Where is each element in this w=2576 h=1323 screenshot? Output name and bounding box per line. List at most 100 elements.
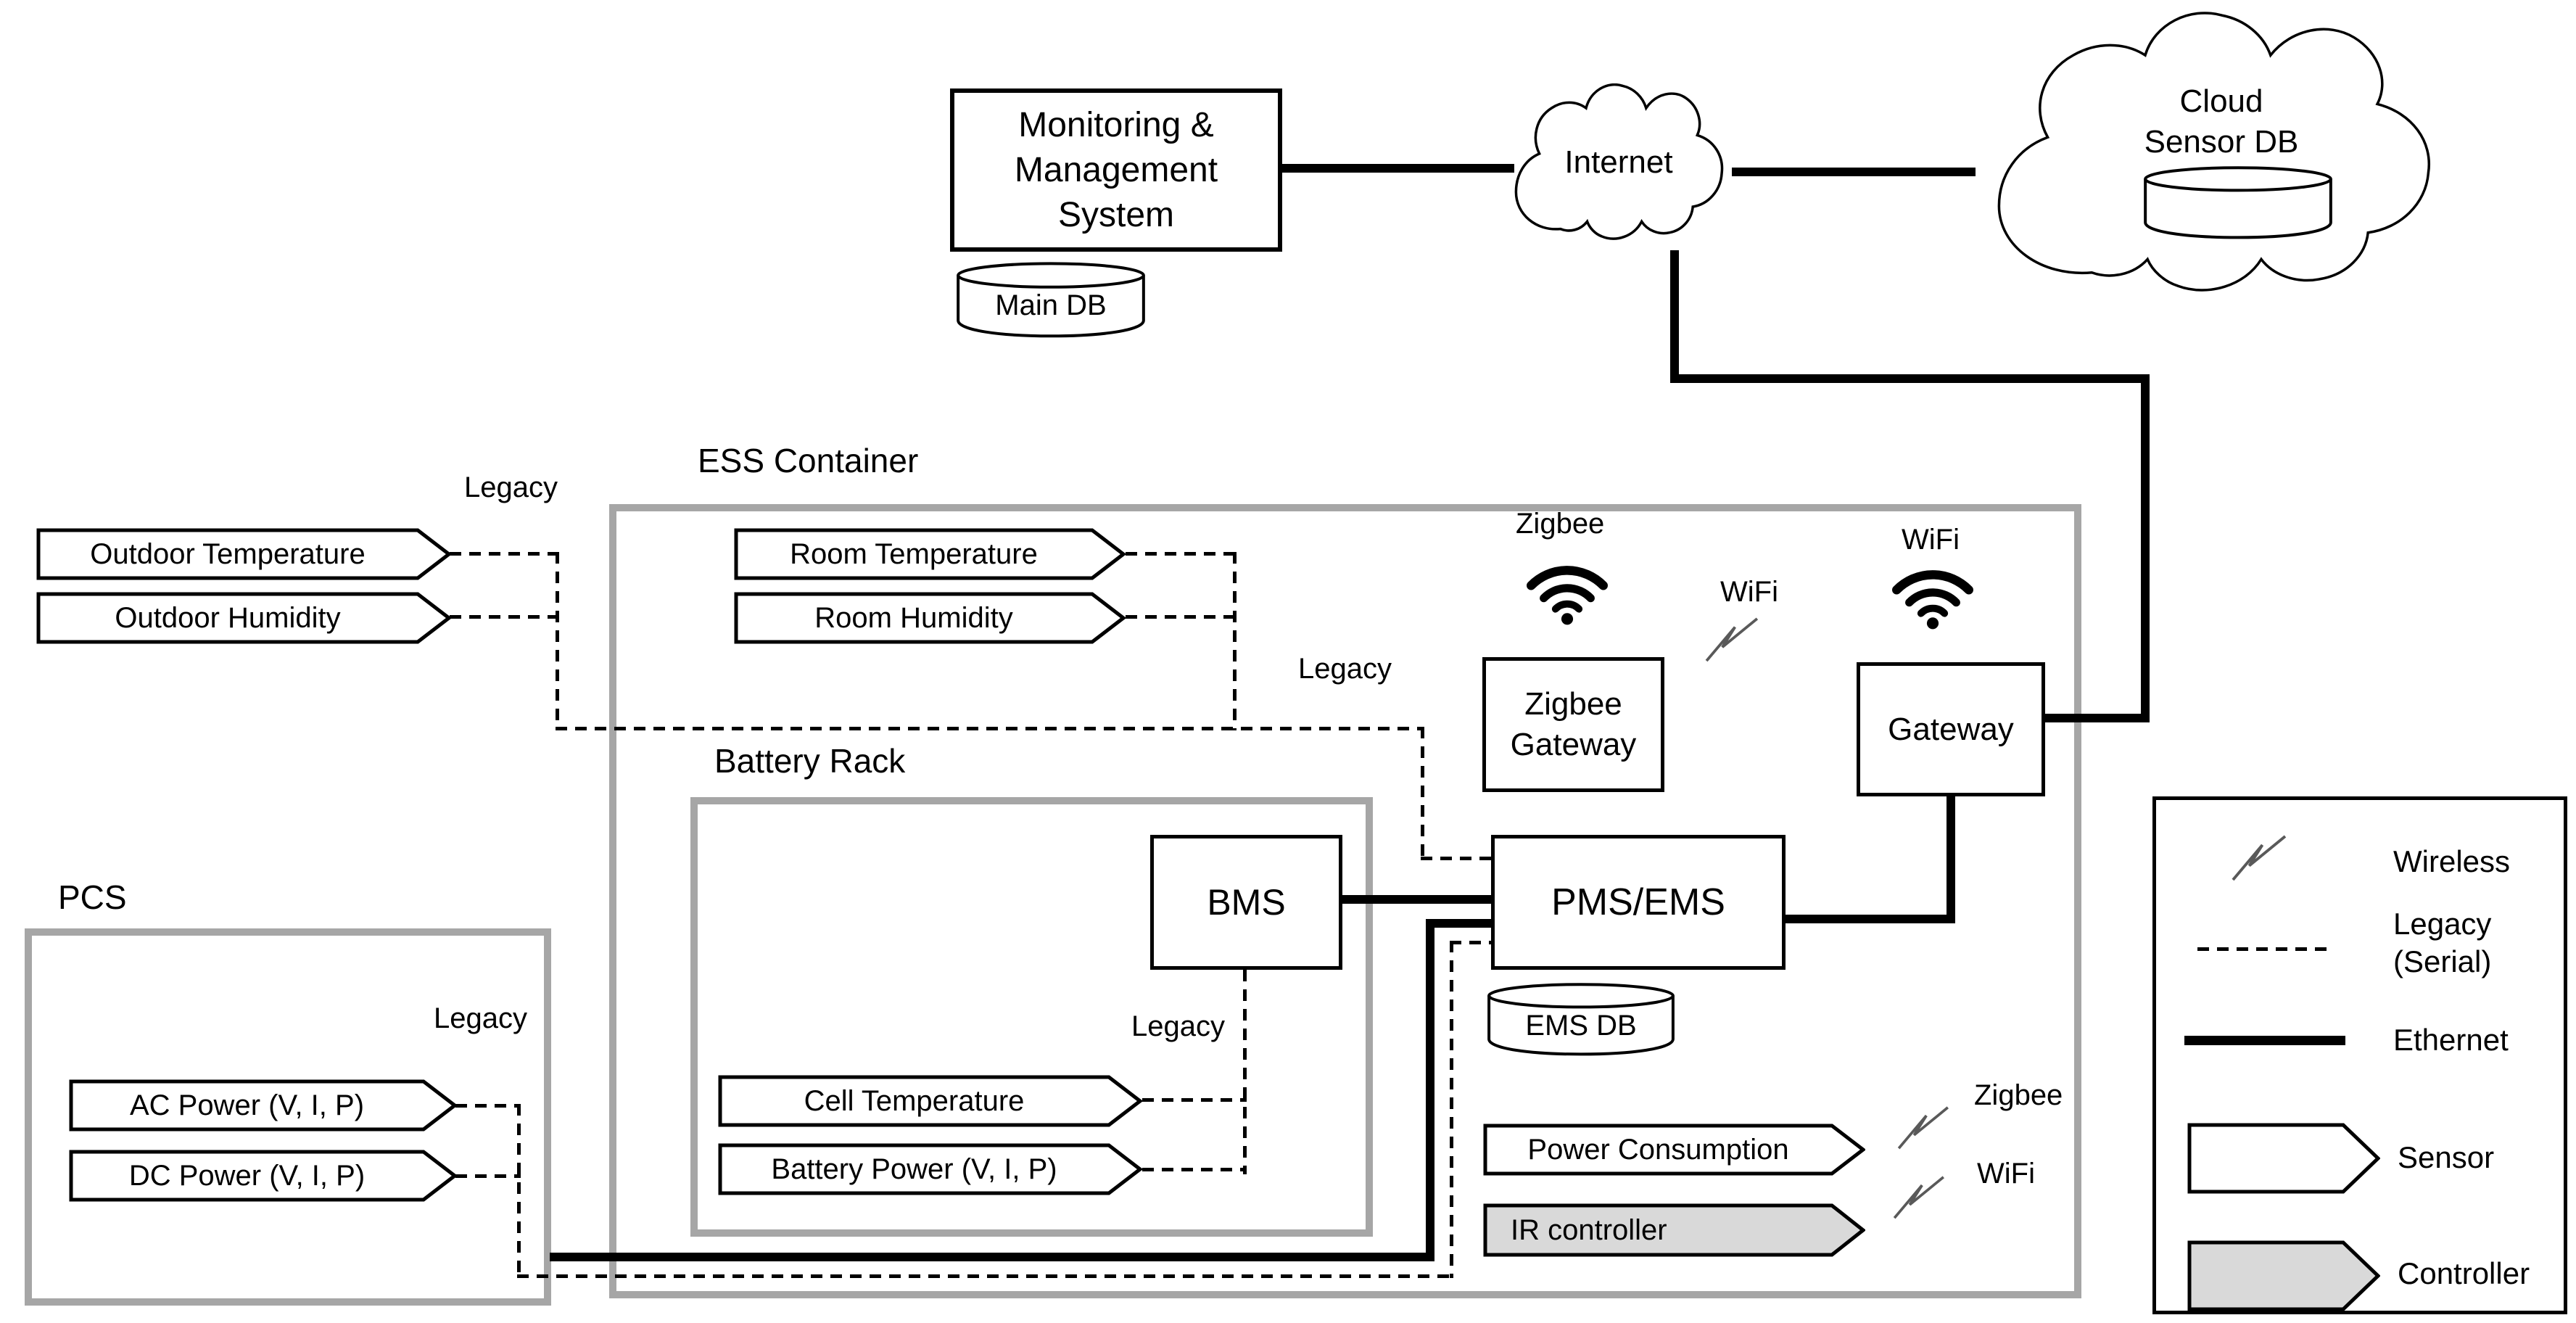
legacy-sensor-bus bbox=[556, 727, 1424, 730]
ethernet-trunk-vertical bbox=[2141, 374, 2150, 722]
legend-controller-label: Controller bbox=[2398, 1256, 2530, 1290]
battery-rack-title: Battery Rack bbox=[714, 742, 906, 780]
legacy-battery-power bbox=[1142, 1168, 1247, 1171]
sensor-outdoor-humidity: Outdoor Humidity bbox=[36, 592, 451, 644]
internet-label: Internet bbox=[1564, 144, 1673, 180]
legend-legacy-line bbox=[2197, 947, 2331, 951]
legend-legacy-label1: Legacy bbox=[2393, 907, 2492, 941]
legacy-mid-label: Legacy bbox=[1298, 653, 1392, 685]
wireless-zigzag-mid bbox=[1684, 617, 1780, 663]
ems-db-label: EMS DB bbox=[1525, 1009, 1637, 1042]
legend-ethernet-line bbox=[2184, 1036, 2345, 1045]
legacy-bms-label: Legacy bbox=[1131, 1010, 1225, 1042]
ethernet-pms-gateway bbox=[1786, 915, 1955, 923]
ems-db-cylinder: EMS DB bbox=[1483, 981, 1679, 1056]
sensor-room-humidity: Room Humidity bbox=[734, 592, 1126, 644]
ethernet-elbow-top bbox=[1670, 374, 2150, 383]
ess-container-box bbox=[609, 504, 2081, 1298]
pcs-box bbox=[25, 928, 551, 1306]
legacy-bms-vert bbox=[1243, 970, 1247, 1174]
battery-rack-box bbox=[690, 797, 1373, 1237]
legend-legacy-label2: (Serial) bbox=[2393, 944, 2492, 978]
gateway-wifi-icon bbox=[1887, 556, 1978, 630]
mms-line3: System bbox=[1057, 195, 1174, 234]
legacy-cell-temp bbox=[1142, 1098, 1247, 1102]
ethernet-pms-left bbox=[1426, 919, 1491, 928]
cloud-db-line1: Cloud bbox=[2179, 83, 2263, 119]
pcs-title: PCS bbox=[58, 878, 127, 916]
legacy-ac bbox=[455, 1104, 521, 1108]
cell-temperature-label: Cell Temperature bbox=[804, 1084, 1025, 1117]
outdoor-humidity-label: Outdoor Humidity bbox=[115, 601, 341, 634]
legacy-bus-into-pms bbox=[1421, 857, 1491, 860]
controller-ir: IR controller bbox=[1483, 1203, 1865, 1257]
sensor-outdoor-temperature: Outdoor Temperature bbox=[36, 528, 451, 580]
legend-wireless-label: Wireless bbox=[2393, 844, 2511, 878]
wireless-zigzag-power bbox=[1877, 1105, 1970, 1150]
ethernet-bms-pms bbox=[1342, 895, 1491, 904]
pms-label: PMS/EMS bbox=[1551, 881, 1725, 923]
sensor-cell-temperature: Cell Temperature bbox=[718, 1075, 1142, 1127]
monitoring-management-system: Monitoring & Management System bbox=[950, 88, 1282, 252]
legacy-outdoor-hum bbox=[450, 615, 558, 619]
sensor-dc-power: DC Power (V, I, P) bbox=[69, 1150, 457, 1202]
zigbee-gateway: Zigbee Gateway bbox=[1482, 657, 1664, 792]
bms-label: BMS bbox=[1207, 882, 1286, 923]
legacy-outdoor-temp bbox=[450, 552, 558, 556]
ess-container-title: ESS Container bbox=[698, 442, 919, 479]
ac-power-label: AC Power (V, I, P) bbox=[129, 1089, 365, 1121]
room-temperature-label: Room Temperature bbox=[790, 537, 1038, 570]
legend-sensor-shape bbox=[2187, 1123, 2380, 1194]
battery-power-label: Battery Power (V, I, P) bbox=[771, 1153, 1057, 1185]
wireless-zigzag-ir bbox=[1873, 1175, 1965, 1220]
power-consumption-label: Power Consumption bbox=[1527, 1133, 1789, 1166]
mms-line2: Management bbox=[1014, 150, 1218, 189]
ethernet-mms-internet bbox=[1282, 164, 1514, 173]
pms-ems: PMS/EMS bbox=[1491, 835, 1786, 970]
wifi-right-label: WiFi bbox=[1977, 1158, 2035, 1190]
room-humidity-label: Room Humidity bbox=[814, 601, 1013, 634]
gateway-label: Gateway bbox=[1888, 711, 2014, 747]
outdoor-temperature-label: Outdoor Temperature bbox=[90, 537, 366, 570]
legacy-pcs-label: Legacy bbox=[434, 1002, 527, 1034]
legend-box bbox=[2152, 796, 2567, 1314]
sensor-room-temperature: Room Temperature bbox=[734, 528, 1126, 580]
zigbee-top-label: Zigbee bbox=[1516, 508, 1605, 540]
legacy-room-temp bbox=[1126, 552, 1236, 556]
wifi-mid-label: WiFi bbox=[1720, 576, 1778, 608]
main-db-cylinder: Main DB bbox=[952, 260, 1149, 338]
legacy-pcs-vert bbox=[517, 1104, 521, 1278]
ethernet-bottom-to-pcs bbox=[550, 1253, 1434, 1261]
legacy-room-hum bbox=[1126, 615, 1236, 619]
legacy-pms-left bbox=[1450, 941, 1491, 944]
legacy-outdoor-vert bbox=[556, 552, 559, 730]
legacy-room-vert bbox=[1233, 552, 1237, 730]
sensor-ac-power: AC Power (V, I, P) bbox=[69, 1079, 457, 1132]
legend-controller-shape bbox=[2187, 1240, 2380, 1311]
ethernet-internet-clouddb bbox=[1732, 168, 1976, 176]
zigbee-gw-line1: Zigbee bbox=[1524, 686, 1622, 722]
zigbee-wifi-icon bbox=[1522, 551, 1613, 625]
zigbee-right-label: Zigbee bbox=[1974, 1079, 2063, 1111]
main-db-label: Main DB bbox=[995, 289, 1107, 322]
legacy-pms-down bbox=[1450, 941, 1453, 1278]
wifi-top-label: WiFi bbox=[1902, 524, 1960, 556]
dc-power-label: DC Power (V, I, P) bbox=[128, 1159, 366, 1192]
mms-line1: Monitoring & bbox=[1018, 105, 1214, 144]
ethernet-gateway-down bbox=[1947, 796, 1955, 923]
cloud-sensor-db-label: Cloud Sensor DB bbox=[2076, 81, 2366, 162]
sensor-power-consumption: Power Consumption bbox=[1483, 1124, 1865, 1176]
legend-ethernet-label: Ethernet bbox=[2393, 1023, 2509, 1057]
ethernet-internet-down bbox=[1670, 250, 1679, 383]
gateway: Gateway bbox=[1857, 662, 2045, 796]
ethernet-trunk-gateway bbox=[2045, 714, 2150, 722]
sensor-battery-power: Battery Power (V, I, P) bbox=[718, 1143, 1142, 1195]
legacy-bus-down bbox=[1421, 727, 1424, 860]
bms: BMS bbox=[1150, 835, 1342, 970]
legacy-outdoor-label: Legacy bbox=[464, 471, 558, 503]
ethernet-pms-down bbox=[1426, 919, 1434, 1261]
zigbee-gw-line2: Gateway bbox=[1510, 727, 1637, 762]
cloud-db-cylinder bbox=[2139, 164, 2337, 239]
legend-sensor-label: Sensor bbox=[2398, 1140, 2495, 1174]
cloud-db-line2: Sensor DB bbox=[2144, 124, 2299, 160]
